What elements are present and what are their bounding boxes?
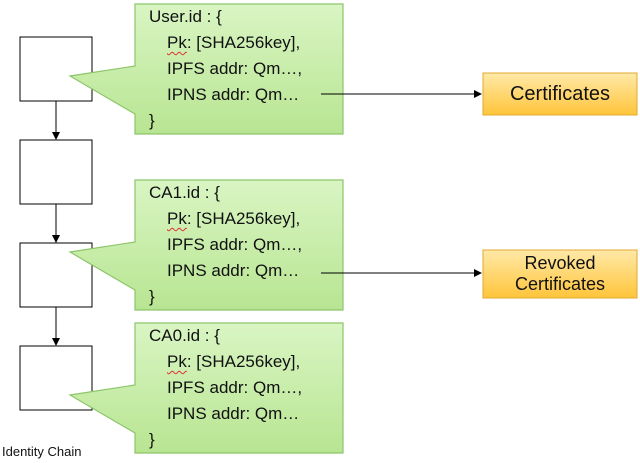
callout-ca1-text: CA1.id : { Pk: [SHA256key], IPFS addr: Q… (149, 180, 302, 310)
callout-ca0-ipfs-line: IPFS addr: Qm…, (149, 375, 302, 401)
callout-user-ipfs-line: IPFS addr: Qm…, (149, 56, 302, 82)
callout-ca0-ipns-line: IPNS addr: Qm… (149, 401, 302, 427)
callout-ca1-shape (68, 179, 344, 311)
callout-ca1-ipfs-label: IPFS addr (167, 235, 244, 254)
chain-box-2 (19, 139, 93, 205)
identity-chain-label: Identity Chain (2, 444, 82, 459)
callout-ca1-ipfs-line: IPFS addr: Qm…, (149, 232, 302, 258)
revoked-label-line1: Revoked (524, 253, 596, 273)
callout-ca1-ipns-label: IPNS addr (167, 261, 246, 280)
revoked-label-line2: Certificates (514, 274, 606, 294)
callout-ca1-pk-key: Pk (167, 209, 187, 228)
certificates-label: Certificates (509, 82, 611, 105)
callout-ca0-shape (68, 322, 344, 454)
callout-ca0-ipns-label: IPNS addr (167, 404, 246, 423)
callout-ca0-ipfs-label: IPFS addr (167, 378, 244, 397)
callout-user-pk-line: Pk: [SHA256key], (149, 30, 302, 56)
callout-ca0-text: CA0.id : { Pk: [SHA256key], IPFS addr: Q… (149, 323, 302, 453)
callout-user-pk-key: Pk (167, 33, 187, 52)
callout-ca0-pk-key: Pk (167, 352, 187, 371)
revoked-certificates-box (482, 249, 638, 299)
callout-ca0-header: CA0.id : { (149, 326, 220, 345)
callout-user-ipns-value: : Qm… (245, 85, 300, 104)
callout-ca0-ipfs-value: : Qm…, (243, 378, 303, 397)
callout-ca1-ipfs-value: : Qm…, (243, 235, 303, 254)
callout-ca1-pk-line: Pk: [SHA256key], (149, 206, 302, 232)
callout-ca1-ipns-value: : Qm… (245, 261, 300, 280)
callout-user-shape (68, 3, 344, 135)
callout-ca1-ipns-line: IPNS addr: Qm… (149, 258, 302, 284)
certificates-box (482, 72, 638, 116)
callout-user-ipfs-value: : Qm…, (243, 59, 303, 78)
revoked-certificates-label-wrap: Revoked Certificates (483, 250, 637, 298)
callout-user-footer: } (149, 111, 155, 130)
callout-ca1-pk-value: : [SHA256key], (186, 209, 301, 228)
callout-ca0-pk-value: : [SHA256key], (186, 352, 301, 371)
callout-user-text: User.id : { Pk: [SHA256key], IPFS addr: … (149, 4, 302, 134)
callout-ca0-pk-line: Pk: [SHA256key], (149, 349, 302, 375)
certificates-label-wrap: Certificates (483, 73, 637, 115)
callout-user-pk-value: : [SHA256key], (186, 33, 301, 52)
chain-box-user (19, 36, 93, 102)
callout-user-ipns-line: IPNS addr: Qm… (149, 82, 302, 108)
callout-user-ipfs-label: IPFS addr (167, 59, 244, 78)
callout-ca1-header: CA1.id : { (149, 183, 220, 202)
callout-ca0-footer: } (149, 430, 155, 449)
callout-user-header: User.id : { (149, 7, 222, 26)
callout-ca0-ipns-value: : Qm… (245, 404, 300, 423)
callout-ca1-footer: } (149, 287, 155, 306)
callout-user-ipns-label: IPNS addr (167, 85, 246, 104)
